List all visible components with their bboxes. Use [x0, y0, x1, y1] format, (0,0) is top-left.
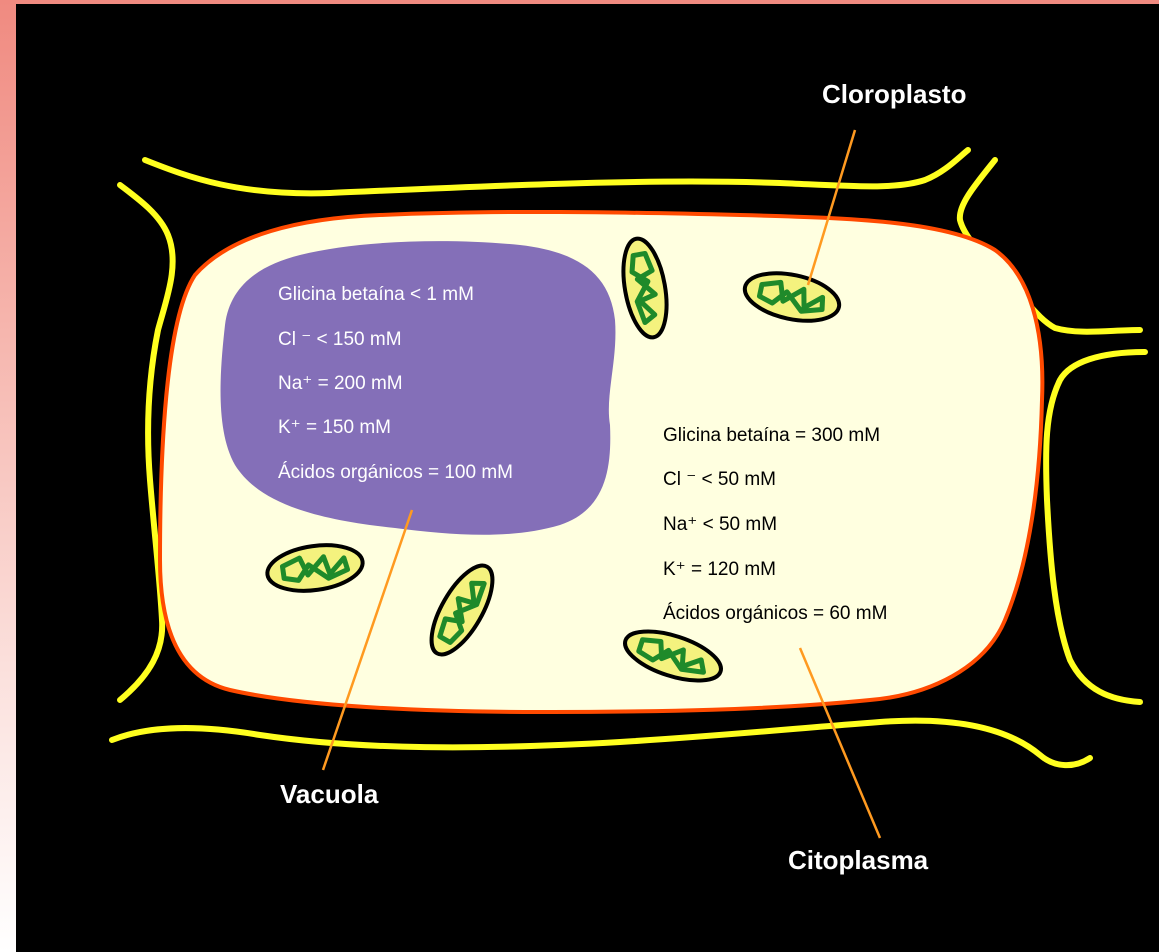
vacuole-glycine-betaine: Glicina betaína < 1 mM — [278, 284, 474, 305]
cytoplasm-label: Citoplasma — [788, 845, 929, 875]
cytoplasm-chloride: Cl ⁻ < 50 mM — [663, 469, 776, 490]
vacuole-organic-acids: Ácidos orgánicos = 100 mM — [278, 462, 513, 483]
vacuole-sodium: Na⁺ = 200 mM — [278, 373, 403, 394]
vacuole-potassium: K⁺ = 150 mM — [278, 417, 391, 438]
vacuole-chloride: Cl ⁻ < 150 mM — [278, 329, 402, 350]
cytoplasm-glycine-betaine: Glicina betaína = 300 mM — [663, 425, 880, 446]
cytoplasm-organic-acids: Ácidos orgánicos = 60 mM — [663, 603, 887, 624]
chloroplast-label: Cloroplasto — [822, 79, 966, 109]
cytoplasm-potassium: K⁺ = 120 mM — [663, 559, 776, 580]
cytoplasm-sodium: Na⁺ < 50 mM — [663, 514, 777, 535]
vacuole-label: Vacuola — [280, 779, 379, 809]
